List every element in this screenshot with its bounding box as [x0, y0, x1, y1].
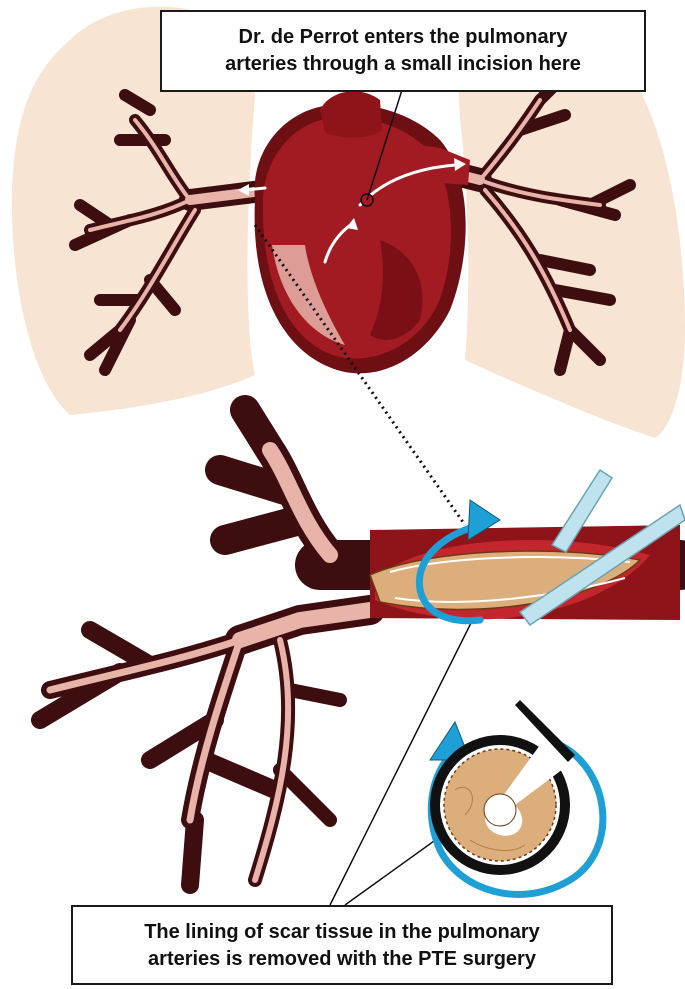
- heart-icon: [255, 91, 470, 373]
- top-callout-line2: arteries through a small incision here: [162, 51, 644, 78]
- top-callout-line1: Dr. de Perrot enters the pulmonary: [162, 24, 644, 51]
- bottom-callout: The lining of scar tissue in the pulmona…: [71, 905, 613, 985]
- bottom-callout-line1: The lining of scar tissue in the pulmona…: [73, 919, 611, 946]
- pulmonary-trunk: [320, 91, 382, 137]
- bottom-callout-line2: arteries is removed with the PTE surgery: [73, 946, 611, 973]
- top-callout: Dr. de Perrot enters the pulmonary arter…: [160, 10, 646, 92]
- pulmonary-artery-tree-icon: [40, 410, 680, 885]
